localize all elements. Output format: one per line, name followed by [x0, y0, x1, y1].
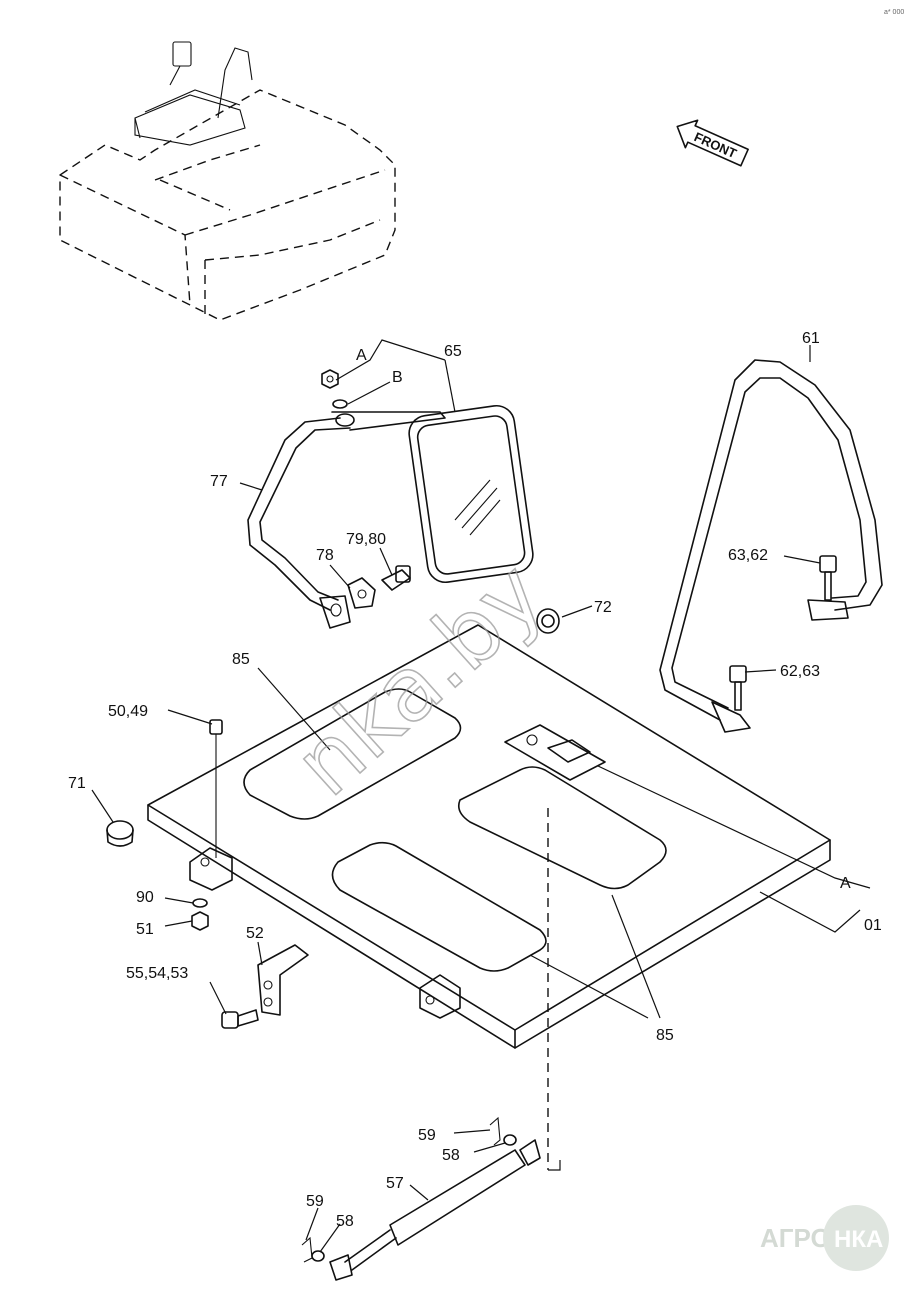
label-65: 65 — [444, 343, 462, 360]
label-01: 01 — [864, 917, 882, 934]
label-61: 61 — [802, 330, 820, 347]
bolt-55-54-53 — [221, 1009, 259, 1029]
grommet-72 — [536, 608, 560, 634]
agronka-logo: АГРО НКА — [760, 1205, 889, 1271]
label-55-54-53: 55,54,53 — [126, 965, 188, 982]
logo-text-right: НКА — [834, 1226, 883, 1253]
nut-51 — [191, 911, 209, 931]
hand-rail — [659, 359, 883, 733]
leader-lines — [91, 339, 871, 1253]
washer-90 — [192, 898, 208, 908]
mirror — [408, 404, 534, 584]
label-62-63: 62,63 — [780, 663, 820, 680]
label-b: B — [392, 369, 403, 386]
logo-text-left: АГРО — [760, 1223, 831, 1253]
label-59-bottom: 59 — [306, 1193, 324, 1210]
label-85-top: 85 — [232, 651, 250, 668]
corner-code: a* 000 — [884, 9, 904, 16]
label-71: 71 — [68, 775, 86, 792]
bolt-50-49 — [209, 719, 223, 858]
gas-spring — [301, 1116, 541, 1281]
label-52: 52 — [246, 925, 264, 942]
cap-71 — [106, 820, 134, 847]
label-78: 78 — [316, 547, 334, 564]
mirror-stay — [247, 369, 446, 629]
machine-body-outline — [59, 41, 396, 321]
floor-plate — [147, 624, 831, 1049]
label-85-bottom: 85 — [656, 1027, 674, 1044]
callout-labels: A B 65 61 77 78 79,80 72 63,62 62,63 85 … — [68, 330, 882, 1230]
label-77: 77 — [210, 473, 228, 490]
label-a-top: A — [356, 347, 367, 364]
label-79-80: 79,80 — [346, 531, 386, 548]
label-50-49: 50,49 — [108, 703, 148, 720]
label-58-top: 58 — [442, 1147, 460, 1164]
label-72: 72 — [594, 599, 612, 616]
label-a-bottom: A — [840, 875, 851, 892]
label-51: 51 — [136, 921, 154, 938]
label-58-bottom: 58 — [336, 1213, 354, 1230]
bracket-52 — [257, 944, 309, 1016]
label-63-62: 63,62 — [728, 547, 768, 564]
front-arrow-icon: FRONT — [676, 119, 749, 167]
label-90: 90 — [136, 889, 154, 906]
label-57: 57 — [386, 1175, 404, 1192]
label-59-top: 59 — [418, 1127, 436, 1144]
